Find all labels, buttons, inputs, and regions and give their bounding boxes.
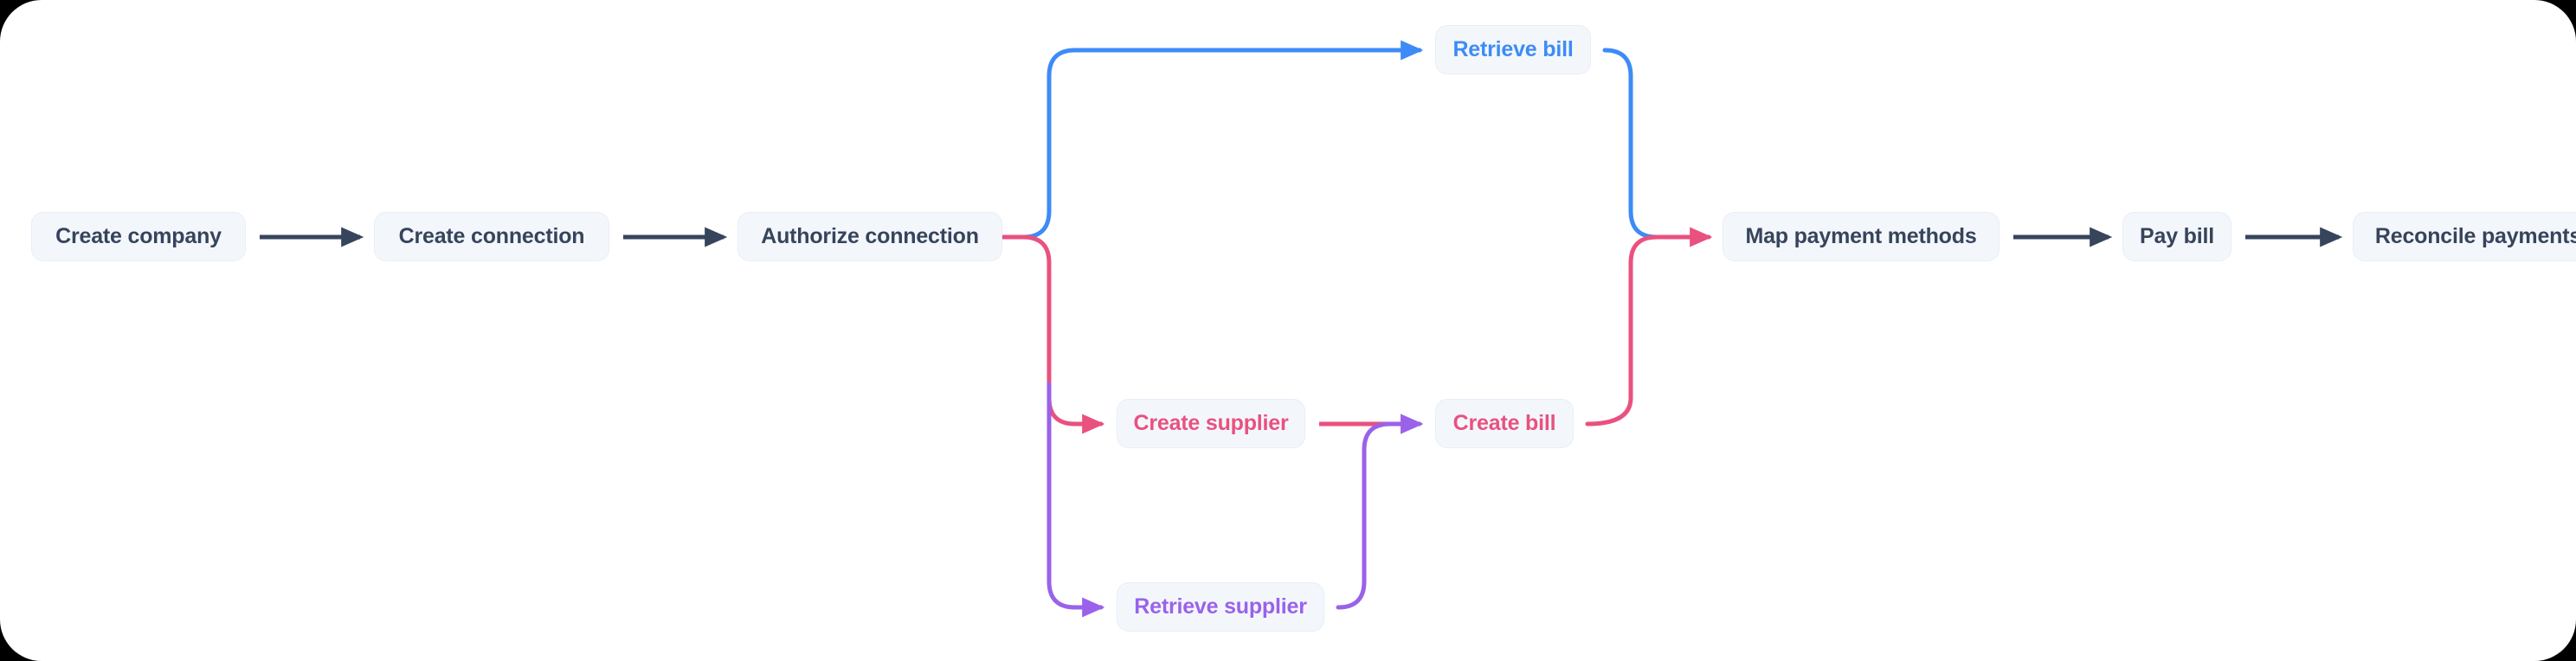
- node-create-company[interactable]: Create company: [31, 212, 246, 261]
- edge-authorize-retrieve-bill: [1000, 40, 1424, 240]
- node-label: Retrieve bill: [1452, 37, 1574, 61]
- edge-retrieve-bill-map: [1602, 48, 1711, 240]
- node-create-bill[interactable]: Create bill: [1435, 399, 1574, 448]
- node-label: Authorize connection: [761, 224, 979, 248]
- edge-authorize-retrieve-supplier: [1046, 382, 1105, 618]
- node-label: Create connection: [398, 224, 585, 248]
- node-label: Reconcile payments: [2374, 224, 2576, 248]
- node-label: Pay bill: [2140, 224, 2214, 248]
- node-pay-bill[interactable]: Pay bill: [2122, 212, 2231, 261]
- node-label: Create company: [55, 224, 222, 248]
- edge-create-bill-map: [1585, 227, 1713, 427]
- node-map-payment-methods[interactable]: Map payment methods: [1723, 212, 2000, 261]
- node-reconcile-payments[interactable]: Reconcile payments: [2353, 212, 2576, 261]
- node-label: Retrieve supplier: [1134, 594, 1307, 619]
- node-retrieve-bill[interactable]: Retrieve bill: [1435, 25, 1591, 74]
- node-authorize-connection[interactable]: Authorize connection: [737, 212, 1002, 261]
- node-create-connection[interactable]: Create connection: [374, 212, 609, 261]
- node-label: Create supplier: [1133, 411, 1289, 435]
- node-retrieve-supplier[interactable]: Retrieve supplier: [1117, 582, 1324, 632]
- edge-authorize-create-supplier: [1000, 234, 1105, 434]
- node-label: Map payment methods: [1745, 224, 1977, 248]
- edge-retrieve-supplier-create-bill: [1336, 414, 1424, 610]
- node-label: Create bill: [1452, 411, 1556, 435]
- node-create-supplier[interactable]: Create supplier: [1117, 399, 1305, 448]
